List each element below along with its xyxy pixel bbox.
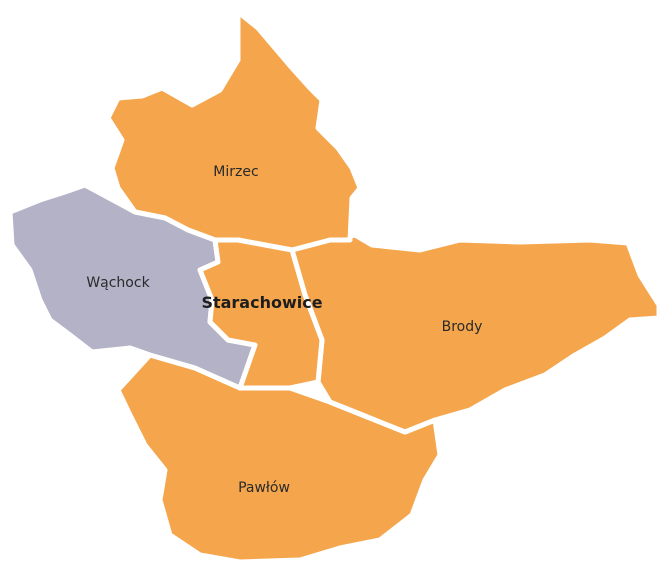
region-brody[interactable] bbox=[289, 232, 659, 435]
label-pawlow: Pawłów bbox=[238, 480, 290, 496]
region-starachowice[interactable] bbox=[197, 237, 325, 391]
label-mirzec: Mirzec bbox=[213, 164, 258, 180]
label-brody: Brody bbox=[442, 319, 483, 335]
region-pawlow[interactable] bbox=[115, 352, 443, 565]
label-wachock: Wąchock bbox=[86, 275, 150, 291]
label-starachowice: Starachowice bbox=[201, 293, 322, 312]
